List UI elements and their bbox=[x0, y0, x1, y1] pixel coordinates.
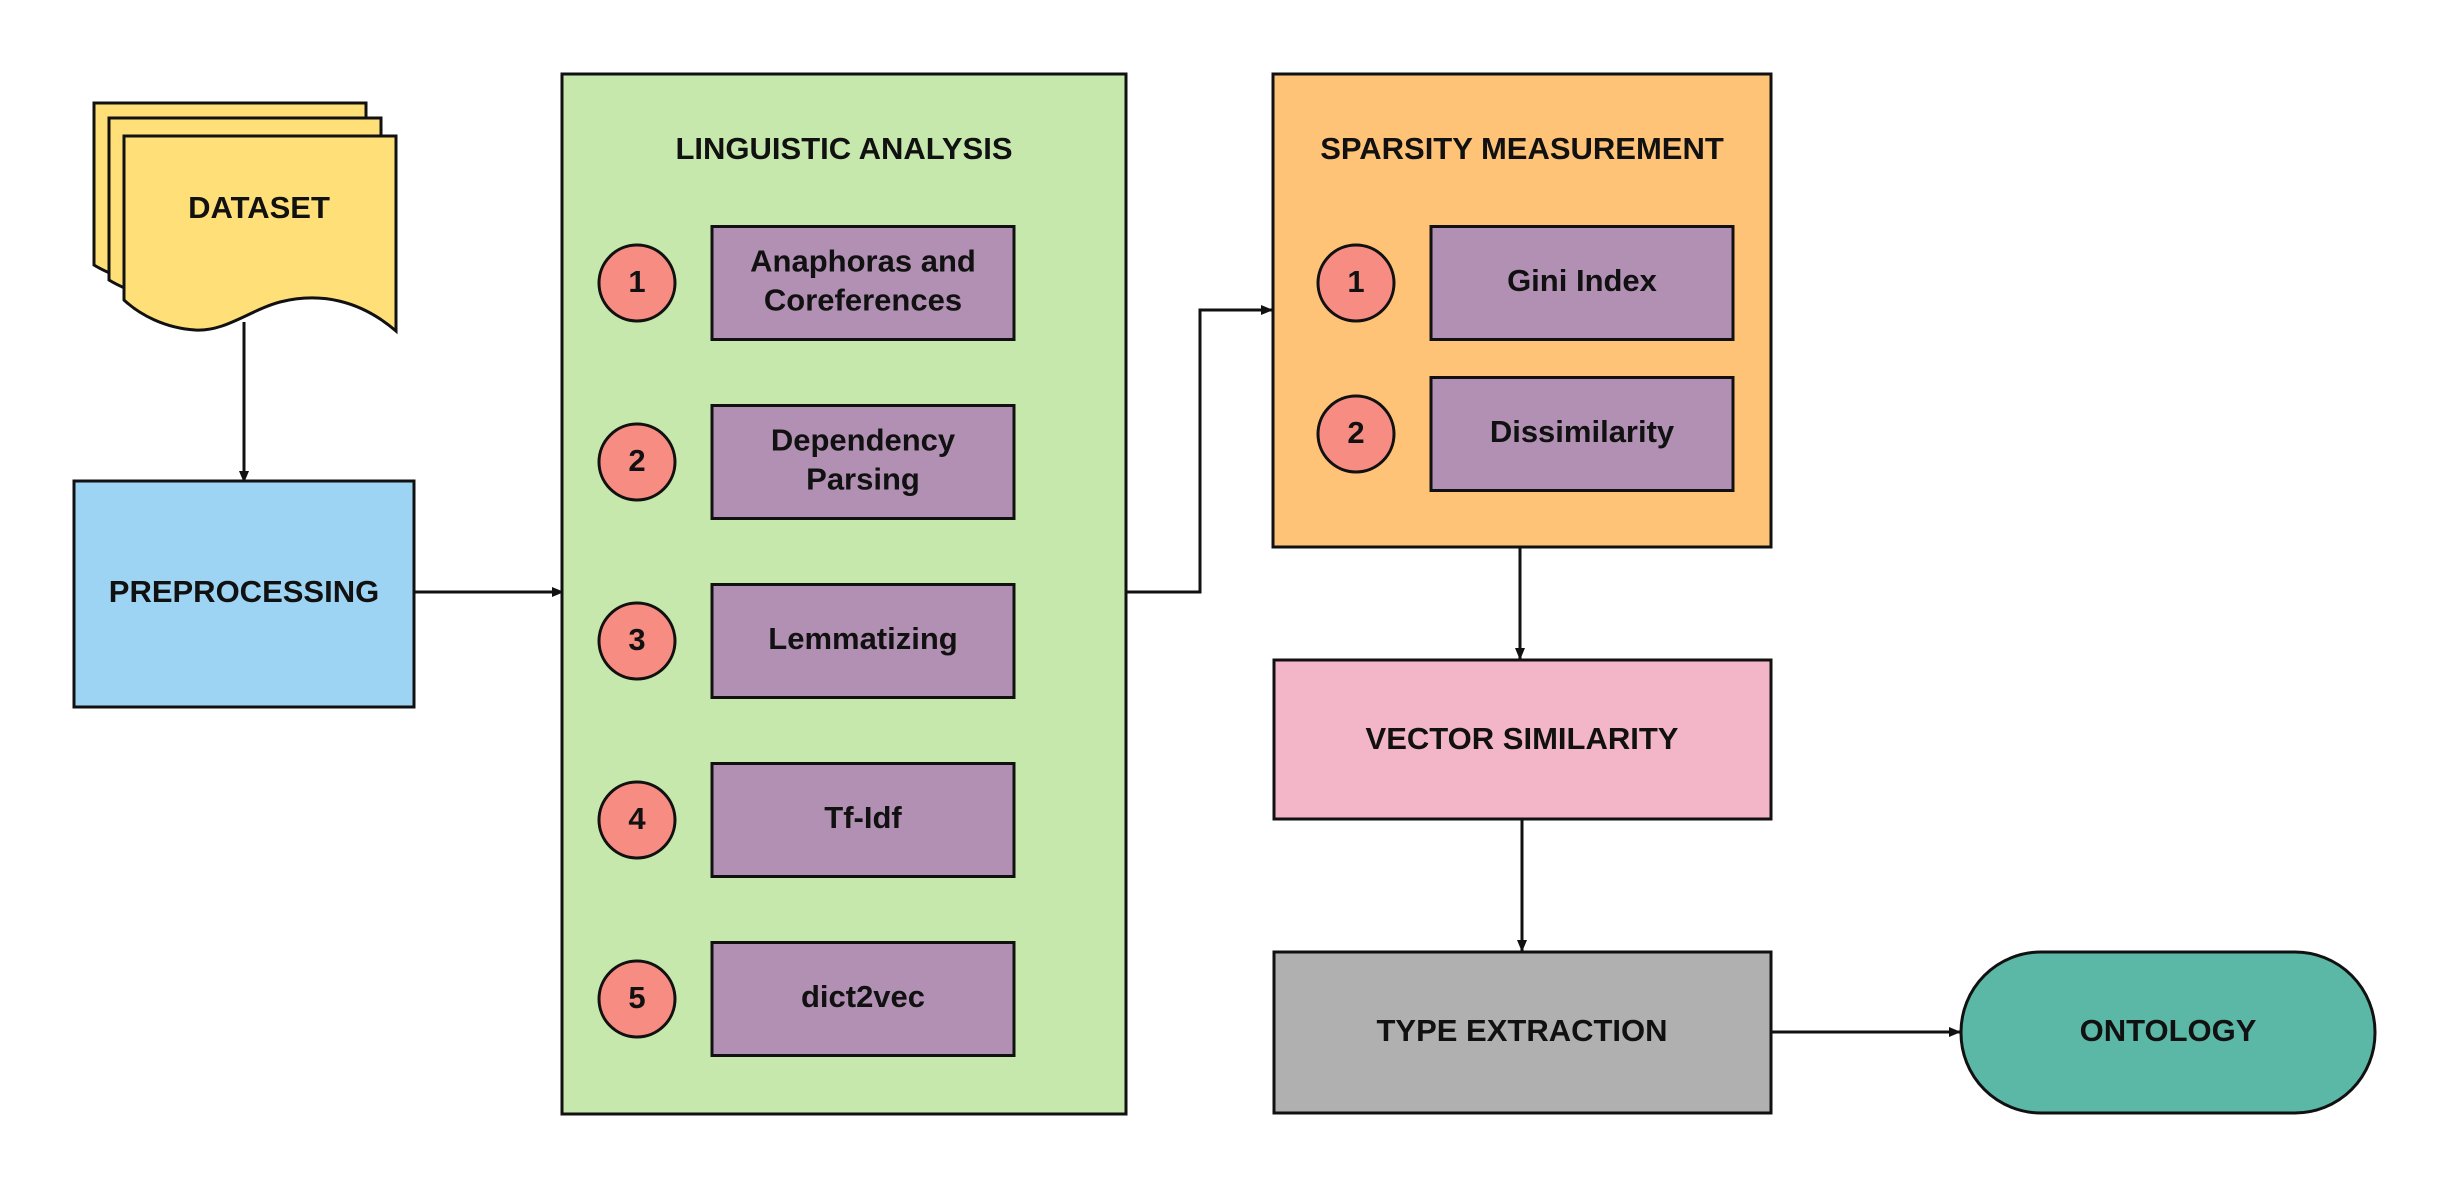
sparsity-step-number-badge bbox=[1316, 394, 1396, 474]
sparsity-step-number: 2 bbox=[1347, 415, 1364, 450]
linguistic-step-label: Anaphoras and bbox=[750, 244, 976, 279]
type-extraction-label: TYPE EXTRACTION bbox=[1376, 1013, 1667, 1048]
linguistic-step-label: Parsing bbox=[806, 462, 920, 497]
linguistic-analysis-panel: LINGUISTIC ANALYSIS 1 Anaphoras andCorefe… bbox=[560, 72, 1128, 1116]
dataset-document-shape bbox=[122, 134, 398, 335]
linguistic-step-number: 5 bbox=[628, 980, 645, 1015]
dataset-label: DATASET bbox=[188, 190, 330, 225]
linguistic-step-3: 3 Lemmatizing bbox=[597, 583, 1016, 699]
linguistic-step-number-badge bbox=[597, 601, 677, 681]
sparsity-step-number: 1 bbox=[1347, 264, 1364, 299]
linguistic-step-label: Tf-Idf bbox=[824, 800, 902, 835]
sparsity-step-label: Gini Index bbox=[1507, 263, 1658, 298]
sparsity-measurement-panel: SPARSITY MEASUREMENT 1 Gini Index 2 Dissimi… bbox=[1271, 72, 1773, 549]
dataset-node: DATASET bbox=[92, 101, 398, 335]
linguistic-step-box bbox=[710, 225, 1016, 341]
sparsity-step-label: Dissimilarity bbox=[1490, 414, 1675, 449]
linguistic-step-number-badge bbox=[597, 243, 677, 323]
sparsity-step-box bbox=[1429, 225, 1735, 341]
vector-similarity-node: VECTOR SIMILARITY bbox=[1272, 658, 1773, 821]
linguistic-step-number-badge bbox=[597, 959, 677, 1039]
linguistic-step-label: Dependency bbox=[771, 423, 956, 458]
linguistic-title: LINGUISTIC ANALYSIS bbox=[675, 131, 1012, 166]
linguistic-step-number: 1 bbox=[628, 264, 645, 299]
linguistic-step-number: 3 bbox=[628, 622, 645, 657]
vector-similarity-label: VECTOR SIMILARITY bbox=[1366, 721, 1679, 756]
sparsity-title: SPARSITY MEASUREMENT bbox=[1320, 131, 1724, 166]
arrow-linguistic-to-sparsity bbox=[1127, 305, 1273, 594]
linguistic-step-label: Coreferences bbox=[764, 283, 962, 318]
linguistic-step-number: 4 bbox=[628, 801, 646, 836]
type-extraction-node: TYPE EXTRACTION bbox=[1272, 950, 1773, 1115]
ontology-node: ONTOLOGY bbox=[1959, 950, 2377, 1115]
linguistic-step-box bbox=[710, 762, 1016, 878]
sparsity-step-box bbox=[1429, 376, 1735, 492]
ontology-label: ONTOLOGY bbox=[2080, 1013, 2257, 1048]
sparsity-step-1: 1 Gini Index bbox=[1316, 225, 1735, 341]
linguistic-step-box bbox=[710, 583, 1016, 699]
preprocessing-label: PREPROCESSING bbox=[109, 574, 379, 609]
linguistic-step-box bbox=[710, 404, 1016, 520]
linguistic-step-number-badge bbox=[597, 422, 677, 502]
linguistic-step-4: 4 Tf-Idf bbox=[597, 762, 1016, 878]
linguistic-step-number-badge bbox=[597, 780, 677, 860]
sparsity-step-2: 2 Dissimilarity bbox=[1316, 376, 1735, 492]
sparsity-steps: 1 Gini Index 2 Dissimilarity bbox=[1316, 225, 1735, 492]
linguistic-step-number: 2 bbox=[628, 443, 645, 478]
preprocessing-node: PREPROCESSING bbox=[72, 479, 416, 709]
sparsity-step-number-badge bbox=[1316, 243, 1396, 323]
linguistic-step-label: dict2vec bbox=[801, 979, 925, 1014]
connectors bbox=[239, 305, 1961, 1037]
linguistic-step-label: Lemmatizing bbox=[768, 621, 957, 656]
linguistic-step-5: 5 dict2vec bbox=[597, 941, 1016, 1057]
linguistic-step-box bbox=[710, 941, 1016, 1057]
